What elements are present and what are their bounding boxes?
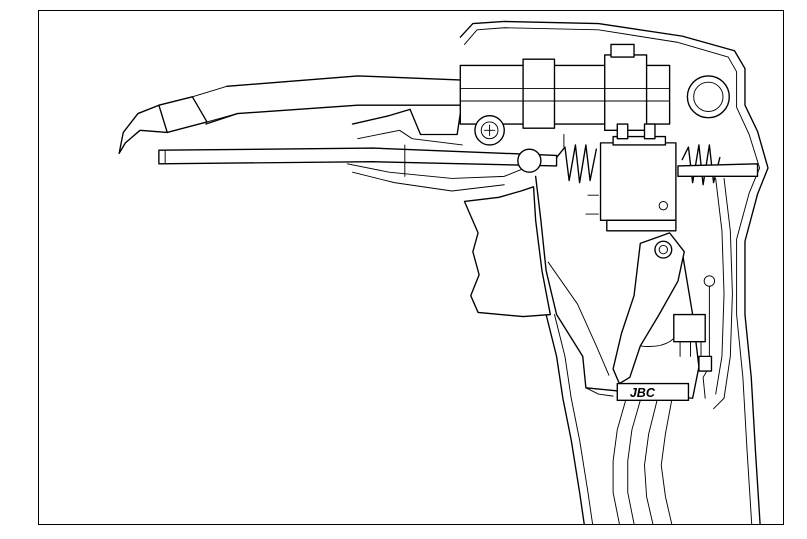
- cable-3: [644, 399, 658, 524]
- handle-inner-shell: [464, 27, 761, 524]
- trigger: [463, 186, 551, 318]
- cable-2: [627, 399, 641, 524]
- right-wire-2: [715, 177, 725, 395]
- feed-rod: [158, 147, 558, 167]
- feed-gear-base: [606, 219, 677, 232]
- upper-bracket-inner: [357, 129, 463, 146]
- guide-line-upper: [346, 163, 526, 179]
- screw-cross: [483, 124, 496, 137]
- hang-hole-outer: [686, 75, 730, 119]
- logo-text: JBC: [630, 386, 656, 400]
- switch-contact: [703, 275, 716, 287]
- connector-small: [698, 355, 713, 372]
- switch-wire: [702, 285, 710, 399]
- trigger-lever: [612, 232, 685, 385]
- grip-front-outline: [545, 313, 585, 524]
- spring-left: [555, 144, 598, 184]
- heater-collar-right: [604, 54, 648, 131]
- diagram-frame: JBC: [38, 10, 784, 525]
- feed-block-top: [612, 135, 667, 146]
- feed-block: [599, 142, 677, 222]
- soldering-tool-diagram: JBC: [118, 20, 769, 524]
- tip-curved-end: [118, 104, 168, 155]
- handle-outer-shell: [459, 20, 769, 524]
- heater-tube: [205, 75, 464, 125]
- heater-tip-sleeve: [158, 96, 208, 134]
- rear-rod: [677, 163, 759, 178]
- lever-pivot: [654, 240, 673, 259]
- cable-4: [660, 399, 673, 524]
- pivot-pin: [517, 148, 542, 173]
- guide-line-lower: [352, 171, 505, 192]
- micro-switch: [673, 313, 706, 343]
- trigger-housing-inner: [547, 261, 610, 376]
- feed-block-screw: [658, 201, 668, 211]
- upper-bracket: [351, 108, 461, 136]
- lever-pivot-inner: [658, 244, 668, 255]
- barrel-front-line: [191, 85, 238, 123]
- right-wire-1: [713, 177, 733, 410]
- screw-inner: [480, 121, 499, 140]
- mount-bracket: [563, 134, 599, 215]
- feed-block-post: [616, 123, 629, 140]
- cable-1: [612, 399, 627, 524]
- heater-cap: [610, 43, 635, 58]
- switch-pins: [679, 341, 702, 357]
- lower-stop: [585, 387, 614, 397]
- heater-collar-left: [522, 58, 556, 129]
- feed-block-post-2: [643, 123, 656, 140]
- grip-front-inner: [554, 314, 594, 524]
- hang-hole-inner: [693, 81, 724, 112]
- logo-plate: [616, 382, 690, 402]
